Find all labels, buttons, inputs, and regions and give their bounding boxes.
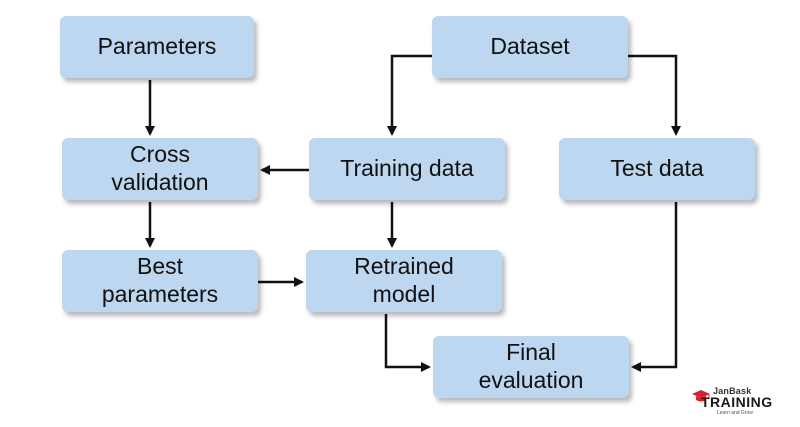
node-best-parameters: Best parameters bbox=[62, 250, 258, 312]
node-test-data: Test data bbox=[559, 138, 755, 200]
node-cross-validation: Cross validation bbox=[62, 138, 258, 200]
node-training-data: Training data bbox=[309, 138, 505, 200]
logo-brand-main: TRAINING bbox=[701, 394, 773, 410]
janbask-training-logo: JanBask TRAINING Learn and Grow bbox=[691, 386, 791, 422]
node-parameters: Parameters bbox=[60, 16, 254, 78]
node-retrained-model: Retrained model bbox=[306, 250, 502, 312]
node-training-data-label: Training data bbox=[340, 155, 474, 182]
logo-tagline: Learn and Grow bbox=[717, 410, 753, 416]
logo-brand-top: JanBask bbox=[713, 386, 752, 396]
node-best-parameters-label-line2: parameters bbox=[101, 281, 219, 307]
edge-retrained-model-to-final-evaluation bbox=[384, 314, 431, 372]
edge-dataset-to-test-data bbox=[628, 54, 681, 136]
node-dataset: Dataset bbox=[432, 16, 628, 78]
edge-test-data-to-final-evaluation bbox=[631, 202, 678, 372]
node-final-evaluation: Final evaluation bbox=[433, 336, 629, 398]
node-cross-validation-label-line2: validation bbox=[111, 169, 209, 195]
node-final-evaluation-label-line2: evaluation bbox=[478, 367, 584, 393]
node-best-parameters-label-line1: Best bbox=[136, 253, 184, 280]
node-retrained-model-label-line2: model bbox=[372, 281, 436, 307]
graduation-cap-icon bbox=[692, 390, 710, 402]
node-cross-validation-label-line1: Cross bbox=[129, 141, 191, 168]
node-test-data-label: Test data bbox=[610, 155, 704, 182]
node-final-evaluation-label-line1: Final bbox=[506, 339, 556, 366]
edge-dataset-to-training-data bbox=[387, 54, 432, 136]
node-retrained-model-label-line1: Retrained bbox=[354, 253, 454, 280]
node-parameters-label: Parameters bbox=[97, 33, 217, 60]
node-dataset-label: Dataset bbox=[490, 33, 570, 60]
